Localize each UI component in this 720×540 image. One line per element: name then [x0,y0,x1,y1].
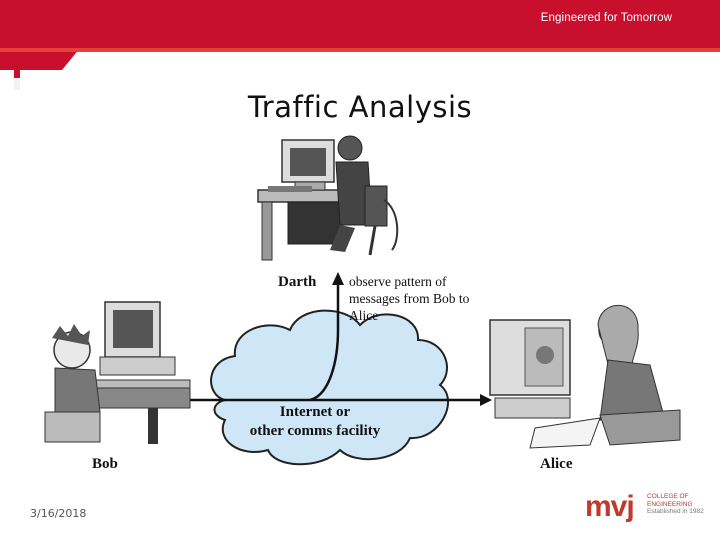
banner-tab [0,48,80,78]
alice-figure [489,304,681,449]
banner-bar [0,0,720,48]
logo-subtitle: COLLEGE OF ENGINEERING Established in 19… [647,493,707,516]
bob-figure [44,301,191,444]
network-label-line2: other comms facility [249,423,381,439]
observe-note: observe pattern of messages from Bob to … [349,274,470,323]
attacker-label: Darth [278,274,317,290]
slide-date: 3/16/2018 [30,507,87,520]
header-banner [0,0,720,90]
alice-arrowhead [480,394,492,406]
darth-figure [257,135,399,261]
receiver-label: Alice [540,456,573,472]
header-tagline: Engineered for Tomorrow [540,12,672,24]
college-logo: mvj COLLEGE OF ENGINEERING Established i… [585,490,705,530]
darth-arrowhead [332,272,344,285]
network-label: Internet or other comms facility [240,403,390,441]
side-stripe [14,78,20,90]
logo-mark: mvj [585,490,635,523]
logo-line1: COLLEGE OF [647,493,689,500]
logo-line2: ENGINEERING [647,500,693,508]
banner-stripe [0,48,720,52]
network-label-line1: Internet or [279,404,351,420]
observe-arrow [309,282,340,402]
sender-label: Bob [92,456,118,472]
network-cloud [210,309,450,466]
logo-line3: Established in 1982 [647,508,704,515]
slide-title: Traffic Analysis [247,90,473,124]
